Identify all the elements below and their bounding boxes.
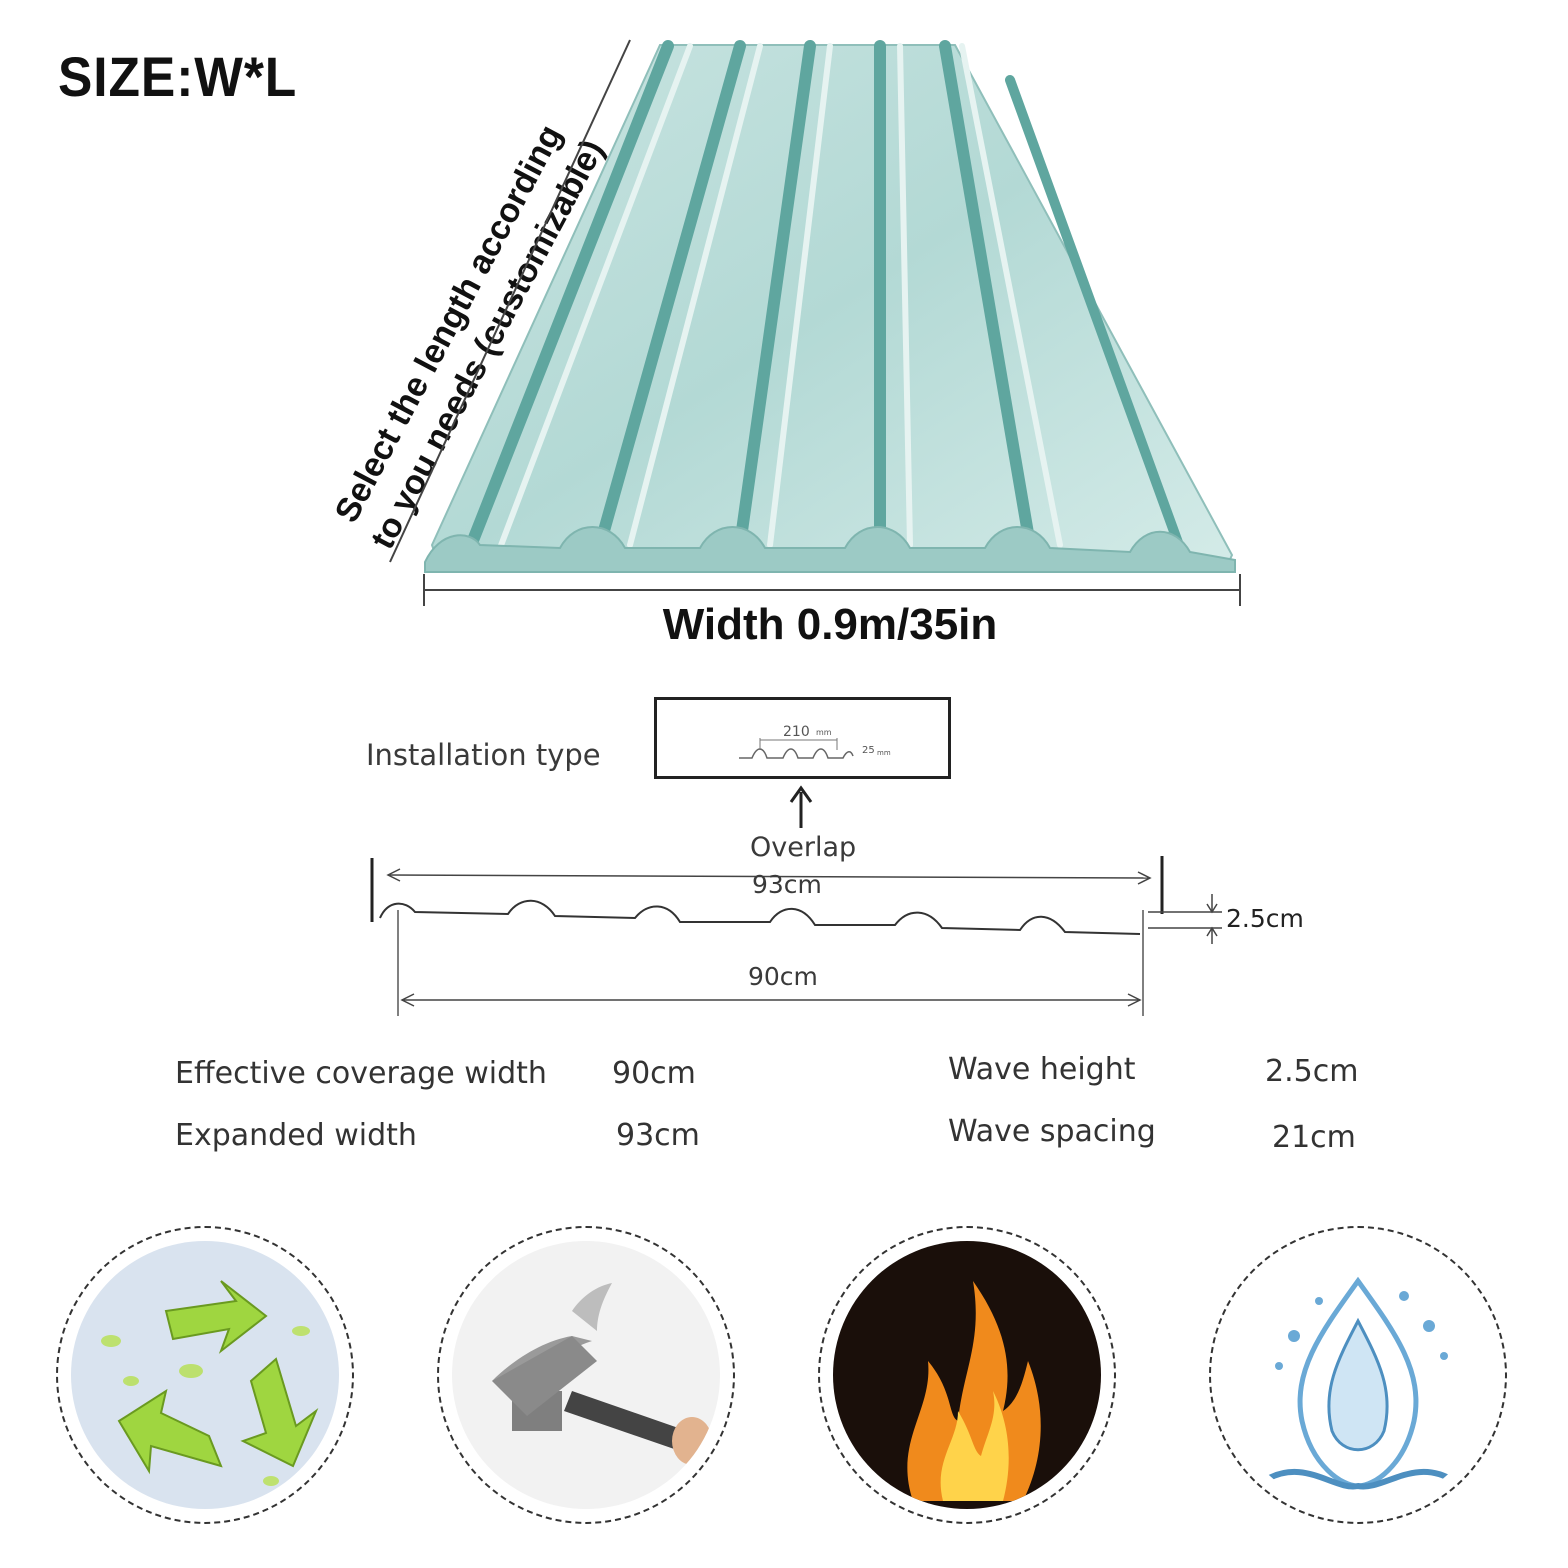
spec-label-wave-spacing: Wave spacing <box>948 1114 1156 1149</box>
fire-circle-ring <box>818 1226 1116 1524</box>
mini-height-value: 25 <box>862 745 875 756</box>
corrugated-sheet-illustration <box>389 39 1241 606</box>
expanded-width-dimension: 93cm <box>752 870 822 899</box>
spec-label-wave-height: Wave height <box>948 1052 1136 1087</box>
overlap-arrow-icon <box>789 785 813 828</box>
hammer-icon <box>492 1283 712 1465</box>
wave-height-dimension: 2.5cm <box>1226 904 1304 933</box>
water-circle-ring <box>1209 1226 1507 1524</box>
spec-value-effective-width: 90cm <box>612 1056 696 1091</box>
length-dimension-line <box>389 39 631 563</box>
profile-cross-section-diagram <box>370 856 1222 1016</box>
mini-spacing-value: 210 <box>783 724 810 740</box>
recycle-icon <box>101 1280 319 1486</box>
water-circle <box>1224 1241 1492 1509</box>
sheet-body <box>430 44 1234 572</box>
hammer-circle <box>452 1241 720 1509</box>
spec-value-expanded-width: 93cm <box>616 1118 700 1153</box>
water-icon <box>1262 1276 1456 1490</box>
recycle-circle <box>71 1241 339 1509</box>
sheet-ribs <box>464 40 1185 554</box>
hammer-circle-ring <box>437 1226 735 1524</box>
spec-label-effective-width: Effective coverage width <box>175 1056 547 1091</box>
mini-profile-diagram: 210 mm 25 mm <box>739 724 891 759</box>
fire-icon <box>907 1281 1041 1501</box>
spec-value-wave-spacing: 21cm <box>1272 1120 1356 1155</box>
size-title: SIZE:W*L <box>58 45 298 108</box>
sheet-front-edge <box>424 526 1236 573</box>
fire-circle <box>833 1241 1101 1509</box>
spec-label-expanded-width: Expanded width <box>175 1118 417 1153</box>
mini-spacing-unit: mm <box>816 728 832 737</box>
mini-height-unit: mm <box>877 749 891 757</box>
spec-value-wave-height: 2.5cm <box>1265 1054 1359 1089</box>
width-label: Width 0.9m/35in <box>662 600 998 649</box>
installation-type-box: 210 mm 25 mm <box>654 697 951 779</box>
recycle-circle-ring <box>56 1226 354 1524</box>
effective-width-dimension: 90cm <box>748 962 818 991</box>
installation-type-label: Installation type <box>366 738 601 772</box>
overlap-label: Overlap <box>750 832 857 863</box>
